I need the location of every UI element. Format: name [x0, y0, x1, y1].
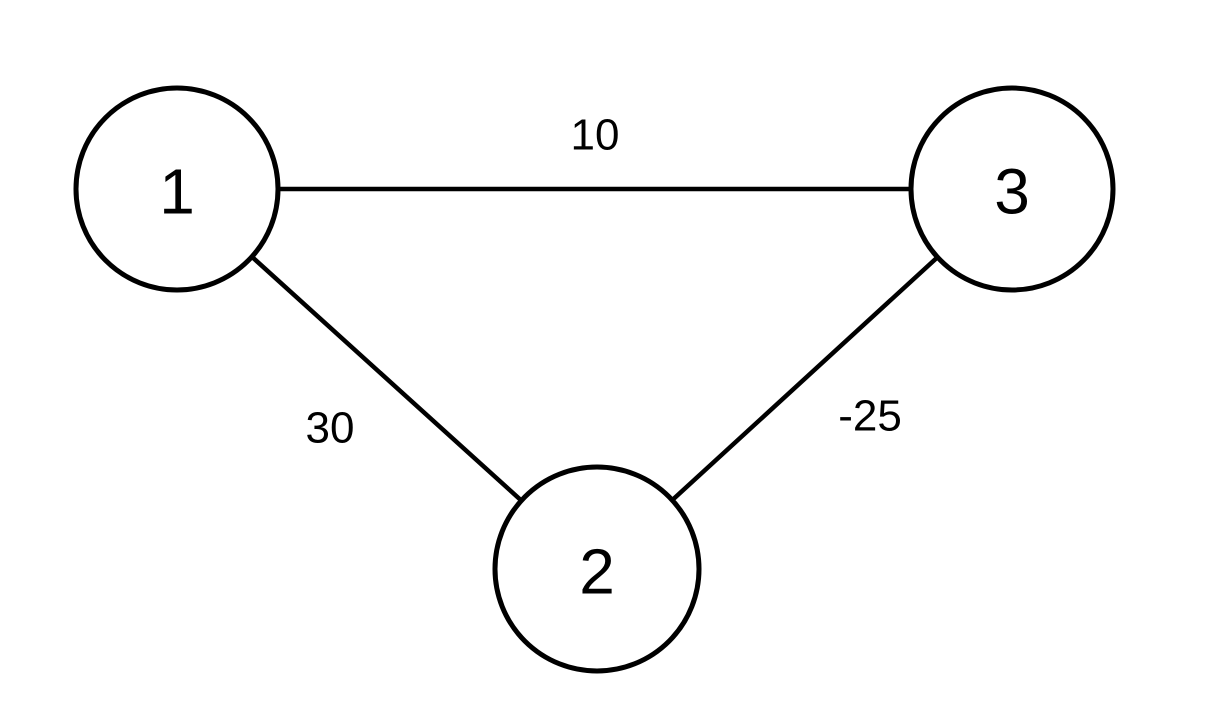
- graph-edge-weight-2-3: -25: [838, 392, 902, 441]
- graph-edge-weight-1-2: 30: [306, 404, 355, 453]
- graph-node-label-1: 1: [159, 156, 195, 228]
- graph-node-1: [73, 85, 281, 293]
- graph-node-label-3: 3: [994, 156, 1030, 228]
- graph-node-2: [492, 464, 702, 674]
- graph-node-label-2: 2: [579, 536, 615, 608]
- graph-node-3: [908, 85, 1116, 293]
- graph-edge-weight-1-3: 10: [571, 111, 620, 160]
